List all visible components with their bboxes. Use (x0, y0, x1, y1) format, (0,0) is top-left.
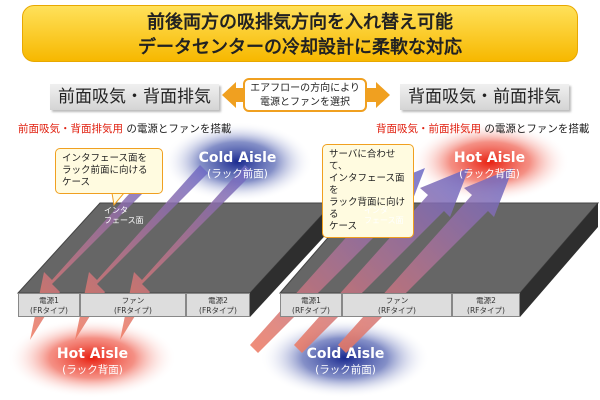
right-psu1: 電源1(RFタイプ) (280, 293, 342, 317)
right-sub-rest: の電源とファンを搭載 (481, 123, 590, 135)
cell-type: (FRタイプ) (30, 306, 68, 315)
left-sub-rest: の電源とファンを搭載 (123, 123, 232, 135)
iface-line2: フェース面 (104, 216, 144, 225)
center-box-line1: エアフローの方向により (250, 83, 360, 94)
cell-type: (FRタイプ) (199, 306, 237, 315)
cell-type: (RFタイプ) (378, 306, 416, 315)
iface-line1: インタ (104, 206, 128, 215)
left-sub-highlight: 前面吸気・背面排気用 (18, 123, 123, 135)
right-callout-line3: ラック背面に向ける (329, 197, 406, 220)
right-sub-highlight: 背面吸気・前面排気用 (376, 123, 481, 135)
interface-label-right: インタフェース面 (364, 206, 404, 226)
right-server-side (520, 203, 598, 317)
cell-name: ファン (385, 296, 409, 305)
right-callout: サーバに合わせて、 インタフェース面を ラック背面に向ける ケース (322, 144, 414, 238)
right-fan: ファン(RFタイプ) (342, 293, 452, 317)
left-callout-line2: ラック前面に向ける (62, 165, 148, 176)
aisle-sub: (ラック前面) (315, 364, 376, 376)
title-line2: データセンターの冷却設計に柔軟な対応 (138, 37, 462, 58)
cell-type: (RFタイプ) (292, 306, 330, 315)
title-line1: 前後両方の吸排気方向を入れ替え可能 (147, 12, 453, 33)
right-subtitle: 背面吸気・前面排気用 の電源とファンを搭載 (376, 121, 589, 136)
aisle-name: Hot Aisle (453, 150, 526, 166)
cell-name: 電源2 (476, 296, 496, 305)
aisle-name: Cold Aisle (306, 346, 385, 362)
right-callout-line1: サーバに合わせて、 (329, 149, 396, 172)
aisle-name: Cold Aisle (198, 150, 277, 166)
arrow-left-icon (222, 82, 243, 108)
aisle-sub: (ラック前面) (207, 168, 268, 180)
cell-name: 電源2 (208, 296, 228, 305)
right-psu2: 電源2(RFタイプ) (452, 293, 520, 317)
aisle-name: Hot Aisle (56, 346, 129, 362)
right-mode-label: 背面吸気・前面排気 (400, 84, 569, 110)
aisle-sub: (ラック背面) (459, 168, 520, 180)
left-psu1: 電源1(FRタイプ) (18, 293, 80, 317)
cell-name: 電源1 (301, 296, 321, 305)
cold-glow-left (163, 122, 313, 202)
cold-aisle-label-right: Cold Aisle (ラック前面) (298, 346, 393, 378)
left-callout: インタフェース面を ラック前面に向ける ケース (55, 148, 163, 194)
hot-aisle-label-right: Hot Aisle (ラック背面) (442, 150, 537, 182)
iface-line2: フェース面 (364, 216, 404, 225)
cold-aisle-label-left: Cold Aisle (ラック前面) (190, 150, 285, 182)
left-server-front: 電源1(FRタイプ) ファン(FRタイプ) 電源2(FRタイプ) (18, 293, 250, 317)
cell-name: ファン (121, 296, 145, 305)
left-callout-line1: インタフェース面を (62, 153, 148, 164)
cell-name: 電源1 (39, 296, 59, 305)
arrow-right-icon (367, 82, 390, 108)
airflow-select-box: エアフローの方向により 電源とファンを選択 (243, 78, 367, 112)
left-subtitle: 前面吸気・背面排気用 の電源とファンを搭載 (18, 121, 231, 136)
cell-type: (RFタイプ) (467, 306, 505, 315)
hot-glow-left (7, 318, 177, 398)
left-mode-label: 前面吸気・背面排気 (50, 84, 219, 110)
right-callout-line4: ケース (329, 221, 358, 232)
right-server-front: 電源1(RFタイプ) ファン(RFタイプ) 電源2(RFタイプ) (280, 293, 520, 317)
left-fan: ファン(FRタイプ) (80, 293, 186, 317)
iface-line1: インタ (364, 206, 388, 215)
right-callout-line2: インタフェース面を (329, 173, 405, 196)
cell-type: (FRタイプ) (114, 306, 152, 315)
hot-aisle-label-left: Hot Aisle (ラック背面) (45, 346, 140, 378)
interface-label-left: インタフェース面 (104, 206, 144, 226)
title-banner: 前後両方の吸排気方向を入れ替え可能 データセンターの冷却設計に柔軟な対応 (22, 5, 578, 62)
left-callout-line3: ケース (62, 177, 91, 188)
aisle-sub: (ラック背面) (62, 364, 123, 376)
left-psu2: 電源2(FRタイプ) (186, 293, 250, 317)
left-server-side (250, 203, 333, 317)
center-box-line2: 電源とファンを選択 (260, 97, 350, 108)
